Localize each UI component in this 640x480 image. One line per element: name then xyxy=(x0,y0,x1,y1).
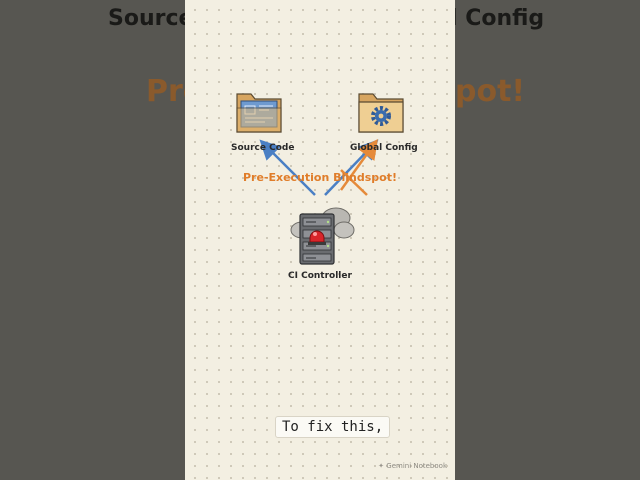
background-right-text: l Config xyxy=(450,6,545,31)
diagram-panel: Source Code Global Config CI Controller … xyxy=(185,0,455,480)
background-orange-right-text: pot! xyxy=(455,74,526,109)
watermark: ✦ Gemini Notebook xyxy=(378,462,447,470)
blindspot-annotation: Pre-Execution Blindspot! xyxy=(242,171,398,184)
edge-crossed-to-source xyxy=(340,169,368,196)
background-left-text: Source xyxy=(108,6,194,31)
source-code-label: Source Code xyxy=(231,143,295,153)
sparkle-icon: ✦ xyxy=(378,462,385,470)
subtitle-caption: To fix this, xyxy=(275,416,391,438)
gear-folder-icon xyxy=(358,93,404,133)
diagram-canvas xyxy=(236,93,404,265)
ci-controller-label: CI Controller xyxy=(288,271,352,281)
edge-crossed-to-config xyxy=(339,138,378,191)
watermark-text: Gemini Notebook xyxy=(386,462,447,470)
server-alarm-icon xyxy=(290,207,355,265)
blueprint-folder-icon xyxy=(236,93,282,133)
edge-controller-to-source xyxy=(259,139,316,196)
global-config-label: Global Config xyxy=(350,143,418,153)
